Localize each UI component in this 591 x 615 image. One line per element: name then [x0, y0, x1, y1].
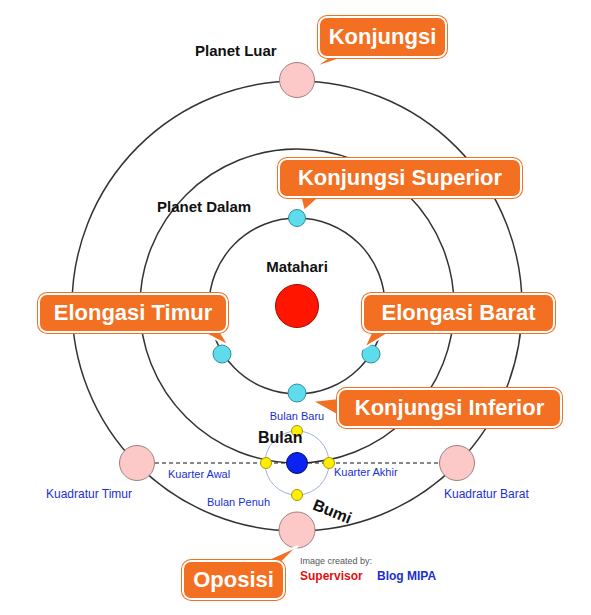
circle-outline — [323, 457, 335, 469]
callout-tail — [364, 331, 392, 348]
outer-planet: Kuadratur Timur — [119, 445, 155, 481]
body-label: Planet Luar — [195, 42, 277, 59]
inner-planet — [213, 345, 231, 363]
callout-text: Konjungsi Inferior — [355, 395, 544, 421]
inner-planet: Planet Dalam — [288, 209, 306, 227]
body-label: Kuarter Awal — [168, 468, 230, 480]
outer-planet: Planet Luar — [279, 62, 315, 98]
watermark: Blog MIPA — [377, 569, 436, 583]
circle-outline — [260, 457, 272, 469]
body-label: Kuarter Akhir — [334, 466, 398, 478]
callout-text: Konjungsi — [329, 24, 437, 50]
sun: Matahari — [275, 284, 319, 328]
outer-planet-circle — [280, 63, 315, 98]
moon-phase-circle — [292, 490, 303, 501]
inferior-conjunction-callout: Konjungsi Inferior — [337, 388, 562, 428]
inner-planet — [288, 384, 306, 402]
moon-phase: Bulan Penuh — [291, 489, 303, 501]
body-label: Bumi — [310, 496, 354, 528]
callout-text: Konjungsi Superior — [298, 165, 502, 191]
circle-outline — [286, 452, 308, 474]
body-label: Kuadratur Barat — [444, 487, 529, 501]
conjunction-callout: Konjungsi — [318, 16, 447, 58]
moon-phase: Kuarter Akhir — [323, 457, 335, 469]
outer-planet-circle — [120, 446, 155, 481]
circle-outline — [291, 489, 303, 501]
opposition-callout: Oposisi — [182, 560, 285, 600]
inner-orbit — [209, 218, 385, 394]
circle-outline — [288, 209, 306, 227]
west-elongation-callout: Elongasi Barat — [362, 293, 555, 333]
superior-conjunction-callout: Konjungsi Superior — [278, 158, 522, 198]
watermark: Image created by: — [300, 556, 372, 566]
body-label: Bulan Penuh — [207, 496, 270, 508]
watermark: Supervisor — [300, 569, 363, 583]
moon-phase: Kuarter Awal — [260, 457, 272, 469]
east-elongation-callout: Elongasi Timur — [38, 293, 228, 333]
callout-tail — [200, 331, 229, 346]
outer-planet: Kuadratur Barat — [439, 445, 475, 481]
body-label: Bulan Baru — [270, 410, 324, 422]
circle-outline — [275, 284, 319, 328]
inner-planet-circle — [289, 210, 306, 227]
circle-outline — [279, 62, 315, 98]
circle-outline — [439, 445, 475, 481]
body-label: Kuadratur Timur — [46, 487, 132, 501]
body-label: Planet Dalam — [157, 198, 251, 215]
earth-circle — [287, 453, 308, 474]
outer-planet-circle — [440, 446, 475, 481]
circle-outline — [119, 445, 155, 481]
moon-phase-circle — [324, 458, 335, 469]
moon-label: Bulan — [258, 429, 302, 447]
callout-text: Elongasi Timur — [54, 300, 213, 326]
body-label: Matahari — [266, 258, 328, 275]
callout-text: Elongasi Barat — [381, 300, 535, 326]
earth: Bumi — [286, 452, 308, 474]
moon-phase-circle — [261, 458, 272, 469]
outer-planet — [279, 512, 315, 548]
callout-text: Oposisi — [193, 567, 274, 593]
sun-circle — [276, 285, 319, 328]
